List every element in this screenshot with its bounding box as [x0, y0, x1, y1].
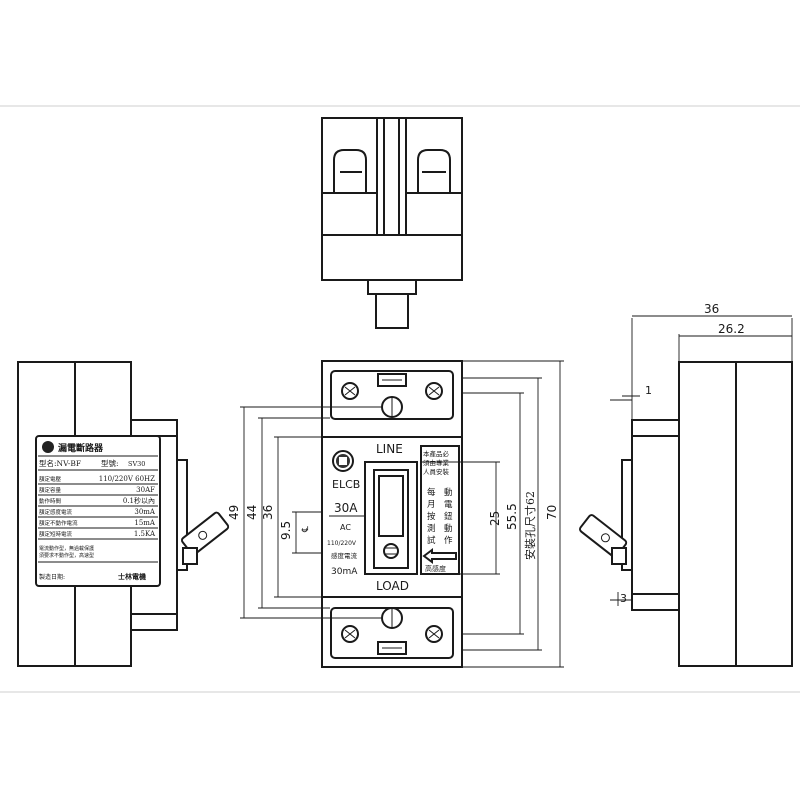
front-dimensions: ℄ 49 44 36 9.5 25 55.5 安裝孔尺寸62 70 — [227, 360, 564, 668]
test-instruction-char: 動 — [444, 523, 453, 534]
screw-bottom-left-icon — [341, 625, 359, 643]
label-row-value: 110/220V 60HZ — [99, 475, 155, 483]
front-view: LINE LOAD ELCB 30A AC 110/220V 感度電流 30mA… — [321, 360, 463, 668]
label-row-value: 30AF — [136, 486, 155, 494]
test-button-icon[interactable] — [383, 543, 399, 559]
dim-44: 44 — [245, 505, 259, 520]
label-model-code: SV30 — [128, 460, 145, 468]
screw-top-right-icon — [425, 382, 443, 400]
label-brand: 士林電機 — [118, 572, 146, 581]
voltage-text: 110/220V — [327, 540, 357, 547]
centerline-mark: ℄ — [301, 526, 311, 533]
dim-49: 49 — [227, 505, 241, 520]
test-instruction-char: 動 — [444, 487, 453, 498]
right-side-view: 36 26.2 1 3 — [579, 302, 793, 667]
dim-9-5: 9.5 — [279, 521, 293, 540]
notice-line-1: 本產品必 — [423, 449, 450, 458]
test-instruction-char: 月 — [427, 500, 436, 510]
test-instruction-char: 試 — [427, 535, 436, 546]
dim-25: 25 — [488, 511, 502, 526]
label-note2: 須要求不動作型，高速型 — [39, 552, 94, 559]
test-instruction-char: 每 — [427, 487, 436, 498]
label-note1: 電流動作型，無過載保護 — [39, 545, 94, 552]
screw-top-left-icon — [341, 382, 359, 400]
dim-right-3: 3 — [620, 592, 627, 605]
dim-55-5: 55.5 — [505, 503, 519, 530]
label-row-key: 額定短時電流 — [39, 530, 73, 538]
leak-label: 感度電流 — [331, 551, 358, 560]
model-text: ELCB — [332, 478, 360, 491]
label-title: 漏電斷路器 — [58, 442, 104, 454]
label-row-value: 30mA — [134, 508, 156, 516]
label-row-key: 動作時間 — [39, 497, 62, 505]
dim-right-26-2: 26.2 — [718, 322, 745, 336]
current-text: 30A — [334, 501, 358, 515]
label-row-value: 1.5KA — [134, 530, 156, 538]
test-instruction-char: 電 — [444, 500, 453, 510]
brand-logo-icon — [42, 441, 54, 453]
ac-text: AC — [340, 523, 351, 532]
label-row-key: 額定不動作電流 — [39, 519, 78, 527]
side-label-plate: 漏電斷路器 型名:NV-BF 型號: SV30 額定電壓 110/220V 60H… — [35, 435, 161, 587]
label-date: 製造日期: — [39, 573, 65, 581]
dim-36: 36 — [261, 505, 275, 520]
screw-bottom-right-icon — [425, 625, 443, 643]
label-row-key: 額定容量 — [39, 486, 62, 494]
label-row-key: 額定電壓 — [39, 475, 62, 483]
sensitivity-tag: 高感度 — [425, 564, 446, 573]
leak-value: 30mA — [331, 567, 358, 577]
dim-right-1: 1 — [645, 384, 652, 397]
brand-logo-icon — [332, 450, 354, 472]
toggle-handle[interactable] — [378, 475, 404, 537]
load-label: LOAD — [376, 579, 409, 593]
test-instruction-char: 測 — [427, 523, 436, 534]
dim-70: 70 — [545, 505, 559, 520]
test-instruction-char: 按 — [427, 511, 436, 522]
notice-line-2: 須由專業 — [423, 458, 450, 467]
notice-line-3: 人員安裝 — [423, 467, 450, 476]
label-row-value: 0.1秒以內 — [123, 496, 155, 505]
test-instruction-char: 作 — [444, 535, 453, 546]
line-label: LINE — [376, 442, 403, 456]
dim-mounting-hole: 安裝孔尺寸62 — [523, 491, 537, 560]
test-instruction-char: 鈕 — [444, 511, 453, 522]
label-row-key: 額定感度電流 — [39, 508, 73, 516]
label-model-suffix: 型號: — [101, 458, 119, 468]
arrow-left-icon — [422, 548, 457, 564]
dim-right-36: 36 — [704, 302, 719, 316]
label-model-prefix: 型名:NV-BF — [39, 458, 81, 468]
top-view — [321, 117, 463, 329]
label-row-value: 15mA — [134, 519, 156, 527]
